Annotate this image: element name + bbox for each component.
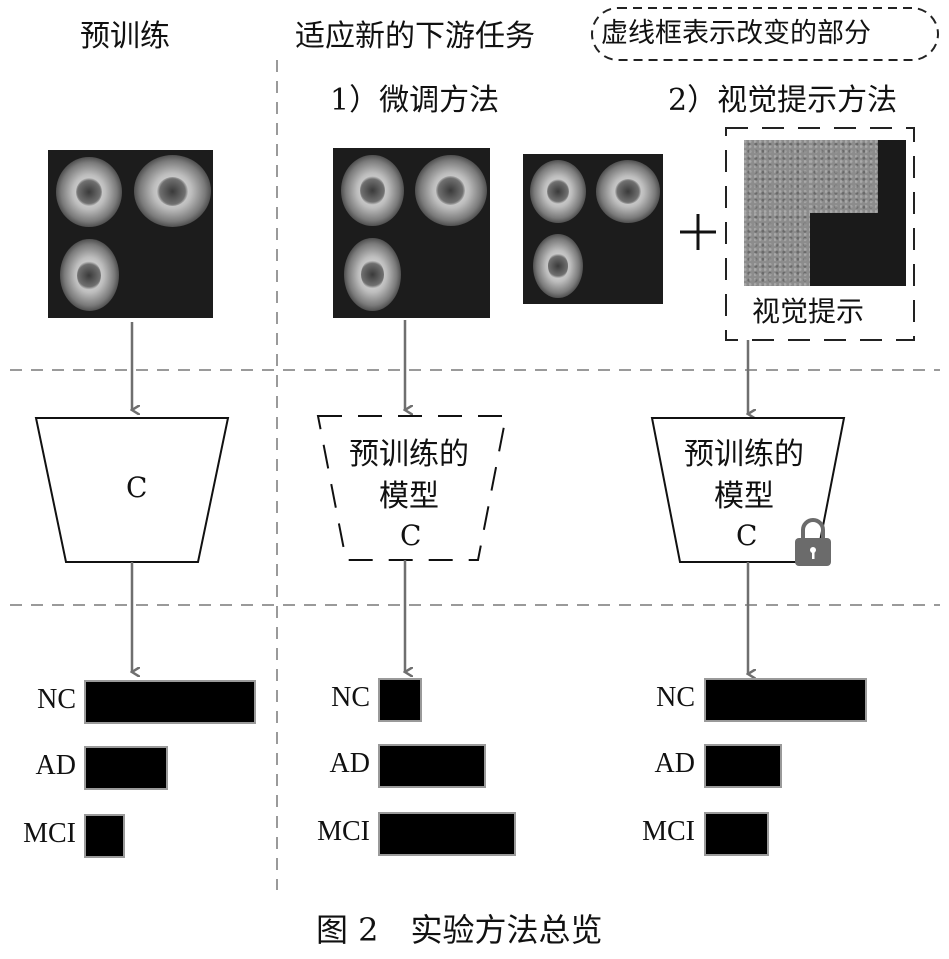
class-label-nc-middle: NC — [331, 682, 370, 713]
bar-nc-left — [84, 680, 256, 724]
class-label-ad-left: AD — [35, 750, 76, 781]
header-method1: 1）微调方法 — [330, 83, 500, 118]
class-label-mci-left: MCI — [23, 818, 76, 849]
bar-mci-left — [84, 814, 125, 858]
model-middle-line2: 模型 — [379, 479, 439, 514]
class-label-nc-left: NC — [37, 684, 76, 715]
class-label-ad-right: AD — [654, 748, 695, 779]
legend-text: 虚线框表示改变的部分 — [601, 18, 871, 49]
figure-caption: 图 2 实验方法总览 — [316, 911, 603, 949]
visual-prompt-label: 视觉提示 — [752, 295, 865, 328]
class-label-mci-right: MCI — [642, 816, 695, 847]
bar-ad-right — [704, 744, 782, 788]
model-right-letter: C — [736, 519, 758, 552]
model-left-shape — [34, 417, 230, 563]
model-middle-letter: C — [400, 519, 422, 552]
mri-image-pretraining — [48, 150, 213, 318]
class-label-nc-right: NC — [656, 682, 695, 713]
mri-image-prompt-input — [523, 154, 663, 304]
visual-prompt-image — [744, 140, 906, 286]
bar-nc-middle — [378, 678, 422, 722]
header-method2: 2）视觉提示方法 — [668, 83, 898, 118]
bar-ad-left — [84, 746, 168, 790]
header-adapt: 适应新的下游任务 — [295, 19, 535, 54]
bar-mci-right — [704, 812, 769, 856]
header-pretraining: 预训练 — [80, 19, 170, 54]
visual-prompt-box — [725, 127, 915, 341]
mri-image-finetune — [333, 148, 490, 318]
class-label-ad-middle: AD — [329, 748, 370, 779]
lock-icon — [795, 518, 831, 566]
model-left-letter: C — [126, 471, 148, 504]
bar-mci-middle — [378, 812, 516, 856]
legend-box — [591, 7, 939, 61]
bar-ad-middle — [378, 744, 486, 788]
model-middle-shape — [316, 415, 508, 561]
bar-nc-right — [704, 678, 867, 722]
model-middle-line1: 预训练的 — [349, 437, 469, 472]
class-label-mci-middle: MCI — [317, 816, 370, 847]
model-right-line1: 预训练的 — [684, 437, 804, 472]
model-right-line2: 模型 — [714, 479, 774, 514]
